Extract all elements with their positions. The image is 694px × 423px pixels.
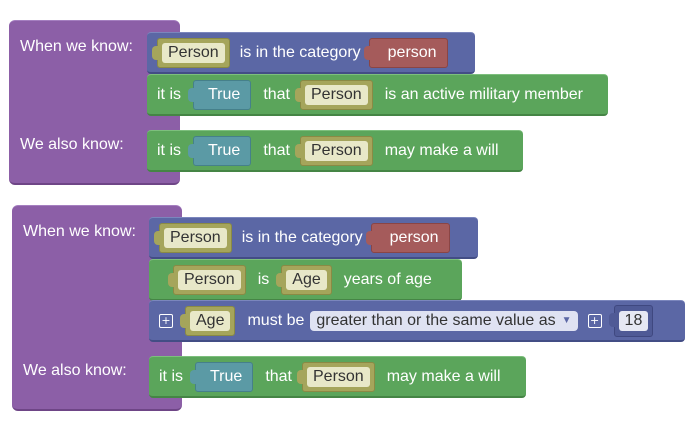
that-label: that: [263, 141, 290, 159]
condition-text: is in the category: [239, 43, 361, 61]
dropdown-arrow-icon: ▼: [561, 314, 572, 326]
that-label: that: [265, 367, 292, 385]
must-be-label: must be: [247, 311, 305, 329]
we-also-know-label: We also know:: [20, 136, 124, 153]
boolean-true[interactable]: True: [190, 361, 254, 392]
we-also-know-label: We also know:: [23, 362, 127, 379]
comparator-dropdown[interactable]: greater than or the same value as ▼: [310, 310, 578, 331]
when-we-know-label: When we know:: [23, 223, 136, 240]
is-label: is: [257, 270, 270, 288]
condition-text: years of age: [343, 270, 432, 288]
variable-person[interactable]: Person: [297, 361, 375, 392]
variable-person[interactable]: Person: [168, 264, 246, 295]
number-value[interactable]: 18: [608, 304, 654, 337]
age-condition-block[interactable]: Person is Age years of age: [149, 259, 462, 301]
variable-person[interactable]: Person: [295, 135, 373, 166]
boolean-true[interactable]: True: [188, 135, 252, 166]
condition-text: is in the category: [241, 228, 363, 246]
conclusion-text: may make a will: [386, 367, 501, 385]
conclusion-block[interactable]: it is True that Person may make a will: [149, 356, 526, 398]
expand-plus-icon[interactable]: +: [159, 313, 173, 328]
boolean-true[interactable]: True: [188, 79, 252, 110]
condition-text: is an active military member: [384, 85, 583, 103]
variable-person[interactable]: Person: [152, 37, 230, 68]
category-person[interactable]: person: [363, 37, 448, 68]
military-condition-block[interactable]: it is True that Person is an active mili…: [147, 74, 608, 116]
conclusion-block[interactable]: it is True that Person may make a will: [147, 130, 523, 172]
variable-age[interactable]: Age: [276, 264, 332, 295]
category-condition-block[interactable]: Person is in the category person: [147, 32, 475, 74]
variable-age[interactable]: Age: [180, 305, 236, 336]
conclusion-text: may make a will: [384, 141, 499, 159]
category-person[interactable]: person: [365, 222, 450, 253]
when-we-know-label: When we know:: [20, 38, 133, 55]
comparison-block[interactable]: + Age must be greater than or the same v…: [149, 300, 685, 342]
it-is-label: it is: [157, 85, 181, 103]
expand-plus-icon[interactable]: +: [587, 313, 602, 328]
category-condition-block[interactable]: Person is in the category person: [149, 217, 478, 259]
variable-person[interactable]: Person: [295, 79, 373, 110]
variable-person[interactable]: Person: [154, 222, 232, 253]
that-label: that: [263, 85, 290, 103]
it-is-label: it is: [157, 141, 181, 159]
it-is-label: it is: [159, 367, 183, 385]
